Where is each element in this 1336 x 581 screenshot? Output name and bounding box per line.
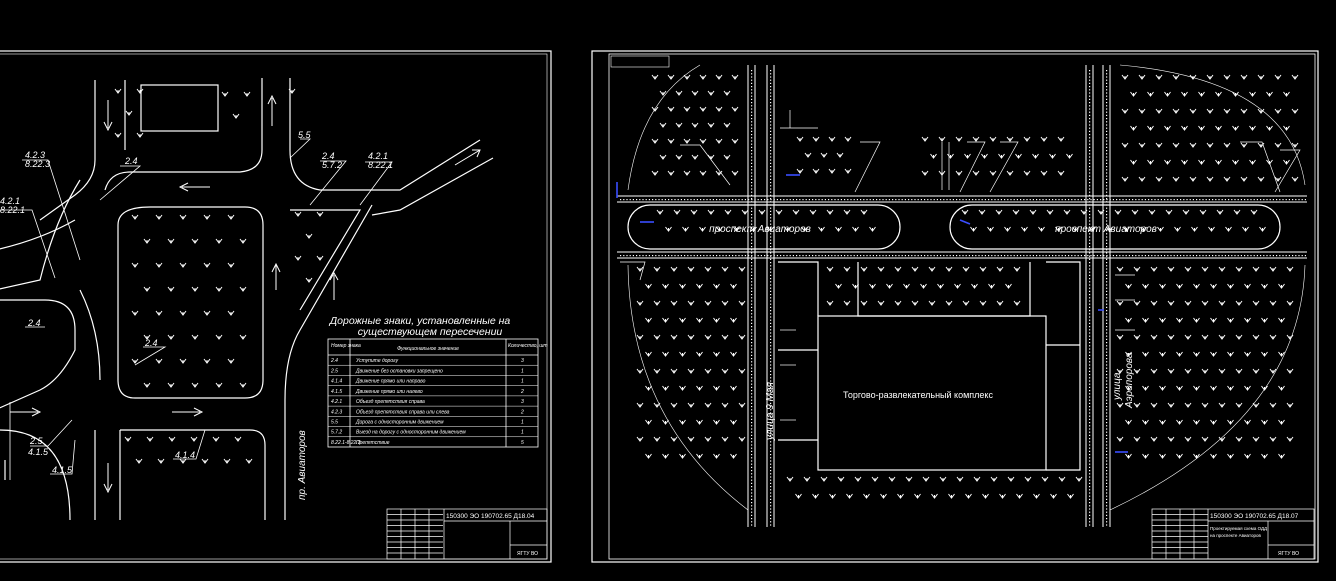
table-row-meaning: Движение прямо или направо [355, 379, 426, 385]
right-stamp-title-2: на проспекте Авиаторов [1210, 533, 1261, 538]
table-row-qty: 5 [521, 440, 524, 446]
drawing-number-box [610, 55, 670, 68]
building-outline [140, 84, 219, 132]
sign-label: 4.2.1 [0, 196, 20, 206]
table-row-number: 8.22.1-8.22.3 [331, 440, 361, 446]
left-stamp-code: 150300 ЭО 190702.65 Д18.04 [446, 513, 535, 520]
table-header-cell: Количество, шт [508, 343, 548, 349]
table-row-meaning: Движение без остановки запрещено [355, 368, 443, 374]
table-row-meaning: Объезд препятствия справа [356, 399, 425, 405]
table-row-number: 4.2.3 [331, 409, 342, 415]
sign-label: 8.22.3 [25, 159, 50, 169]
curb-dots [620, 70, 1306, 526]
table-row-qty: 3 [521, 399, 524, 405]
table-row-number: 2.5 [330, 368, 338, 374]
green-zone-marks-left [114, 88, 324, 464]
right-sheet-frame [591, 50, 1319, 563]
table-row-qty: 2 [520, 389, 524, 395]
table-row-qty: 1 [521, 379, 524, 385]
table-row-qty: 1 [521, 368, 524, 374]
median-island-right [949, 204, 1281, 250]
table-row-number: 4.1.5 [331, 389, 342, 395]
left-stamp-block [386, 508, 548, 560]
right-stamp-code: 150300 ЭО 190702.65 Д18.07 [1210, 513, 1299, 520]
table-row-number: 5.5 [331, 419, 338, 425]
table-title-line2: существующем пересечении [358, 326, 503, 338]
table-header-cell: Номер знака [331, 343, 361, 349]
table-header-cell: Функциональное значение [397, 346, 459, 352]
right-stamp-block [1151, 508, 1315, 560]
table-row-meaning: Дорога с односторонним движением [355, 419, 444, 425]
sign-label: 2.4 [144, 338, 158, 348]
sign-label: 4.2.3 [25, 150, 45, 160]
table-row-qty: 1 [521, 419, 524, 425]
right-stamp-title-1: Проектируемая схема ОДД [1210, 526, 1267, 531]
green-zone-marks-right [636, 74, 1299, 499]
sign-label: 4.2.1 [368, 151, 388, 161]
blue-markers [616, 174, 1128, 453]
sign-label: 2.5 [29, 436, 44, 446]
sign-label: 5.7.2 [322, 160, 342, 170]
sign-label: 4.1.5 [28, 447, 49, 457]
sign-label: 2.4 [27, 318, 41, 328]
table-row-meaning: Движение прямо или налево [355, 389, 423, 395]
right-sheet [591, 50, 1319, 563]
table-row-number: 2.4 [330, 358, 338, 364]
sign-label: 4.1.4 [175, 450, 195, 460]
table-row-number: 5.7.2 [331, 430, 342, 436]
left-stamp-org: ЯГТУ ВО [517, 551, 538, 557]
table-row-number: 4.1.4 [331, 379, 342, 385]
table-row-number: 4.2.1 [331, 399, 342, 405]
table-row-meaning: Выезд на дорогу с односторонним движение… [356, 430, 466, 436]
sign-label: 2.4 [321, 151, 335, 161]
table-row-qty: 1 [521, 430, 524, 436]
street-label-9-maya: улица 9 Мая [765, 381, 776, 441]
sign-label: 8.22.1 [0, 205, 25, 215]
left-sheet-labels: Дорожные знаки, установленные на существ… [0, 130, 538, 557]
left-sheet [0, 50, 552, 563]
central-island [117, 206, 264, 399]
right-sheet-labels: проспект Авиаторов проспект Авиаторов ул… [709, 224, 1299, 557]
street-label-aeroport-2: Аэропорова [1124, 352, 1135, 409]
table-row-meaning: Препятствие [356, 440, 390, 446]
sign-label: 8.22.1 [368, 160, 393, 170]
street-label-aviatorov-1: проспект Авиаторов [709, 224, 811, 235]
street-label-aviatorov-left: пр. Авиаторов [297, 430, 308, 500]
table-row-qty: 2 [520, 409, 524, 415]
mall-label: Торгово-развлекательный комплекс [843, 390, 993, 400]
right-stamp-org: ЯГТУ ВО [1278, 551, 1299, 557]
street-label-aviatorov-2: проспект Авиаторов [1055, 224, 1157, 235]
sign-label: 2.4 [124, 156, 138, 166]
signs-table [327, 338, 539, 448]
table-row-meaning: Уступите дорогу [356, 358, 399, 364]
sign-label: 4.1.5 [52, 465, 73, 475]
table-title-line1: Дорожные знаки, установленные на [329, 315, 511, 327]
left-sheet-frame [0, 50, 552, 563]
table-row-qty: 3 [521, 358, 524, 364]
blue-marker-median-right [959, 219, 971, 225]
median-island-left [627, 204, 901, 250]
sign-label: 5.5 [298, 130, 312, 140]
table-row-meaning: Объезд препятствия справа или слева [356, 409, 450, 415]
street-label-aeroport-1: улица [1112, 372, 1123, 401]
